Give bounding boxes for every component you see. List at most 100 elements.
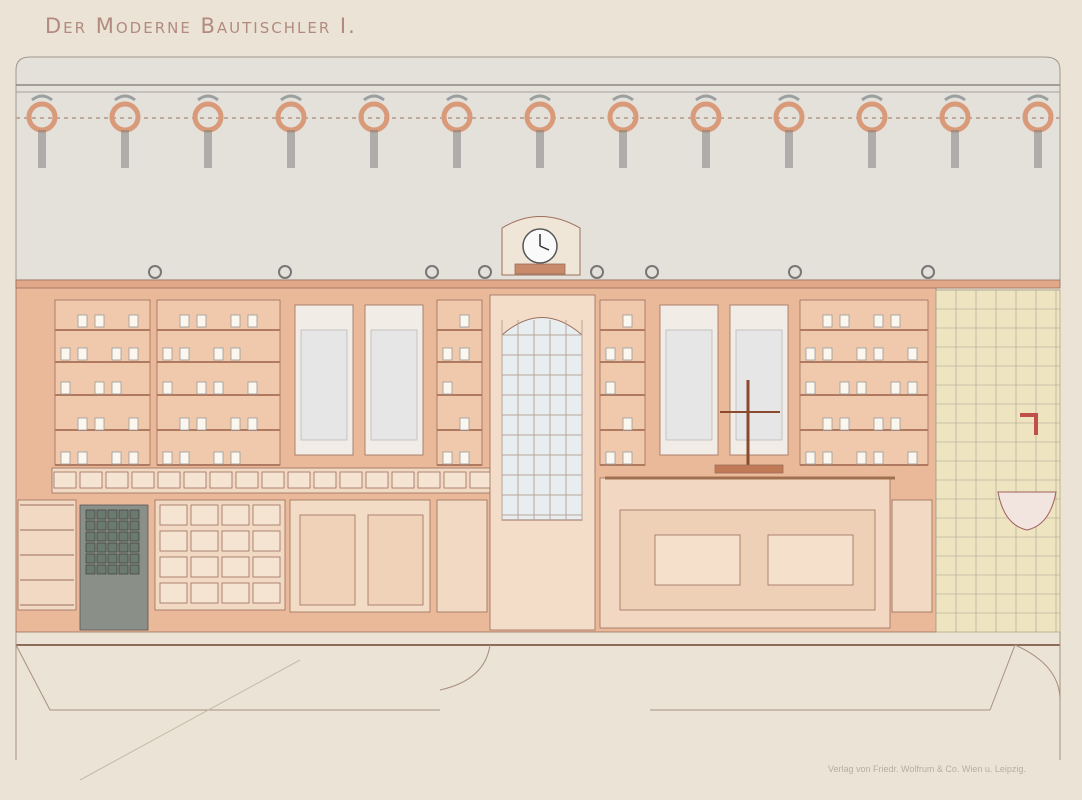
apothecary-jar xyxy=(196,314,207,328)
grille-cell xyxy=(129,542,140,553)
small-drawer xyxy=(221,504,250,526)
ribbon-bow xyxy=(944,94,966,102)
small-drawer xyxy=(252,582,281,604)
grille-cell xyxy=(118,520,129,531)
apothecary-jar xyxy=(605,451,616,465)
hanging-ring xyxy=(148,265,162,279)
apothecary-jar xyxy=(247,381,258,395)
grille-cell xyxy=(129,520,140,531)
apothecary-jar xyxy=(459,417,470,431)
hanging-ring xyxy=(590,265,604,279)
hanging-ring xyxy=(645,265,659,279)
grille-cell xyxy=(96,553,107,564)
publisher-imprint: Verlag von Friedr. Wolfrum & Co. Wien u.… xyxy=(828,764,1026,774)
apothecary-jar xyxy=(111,381,122,395)
apothecary-jar xyxy=(111,451,122,465)
apothecary-jar xyxy=(162,451,173,465)
apothecary-jar xyxy=(111,347,122,361)
wreath-ornament-icon xyxy=(690,101,722,133)
small-drawer xyxy=(190,504,219,526)
door-swing-arc xyxy=(439,644,491,691)
clock-hand xyxy=(539,245,550,251)
apothecary-jar xyxy=(179,451,190,465)
cabinet-cornice xyxy=(15,279,1061,289)
apothecary-jar xyxy=(459,314,470,328)
wreath-ornament-icon xyxy=(441,101,473,133)
apothecary-jar xyxy=(94,314,105,328)
glass-pane xyxy=(735,329,783,441)
small-drawer xyxy=(252,556,281,578)
grille-cell xyxy=(96,542,107,553)
grille-cell xyxy=(118,542,129,553)
grille-cell xyxy=(129,531,140,542)
ribbon-bow xyxy=(446,94,468,102)
apothecary-jar xyxy=(873,314,884,328)
ribbon-bow xyxy=(529,94,551,102)
small-drawer xyxy=(221,582,250,604)
apothecary-jar xyxy=(907,381,918,395)
counter-panel xyxy=(767,534,854,586)
apothecary-jar xyxy=(213,347,224,361)
cupboard-door xyxy=(367,514,424,606)
grille-cell xyxy=(96,509,107,520)
apothecary-jar xyxy=(873,417,884,431)
floor-plan-diagonal xyxy=(79,659,301,781)
grille-cell xyxy=(96,531,107,542)
apothecary-jar xyxy=(128,347,139,361)
apothecary-jar xyxy=(196,417,207,431)
floor-plan-line xyxy=(989,644,1016,711)
drawer xyxy=(339,471,363,489)
apothecary-jar xyxy=(77,451,88,465)
apothecary-jar xyxy=(605,381,616,395)
grille-cell xyxy=(118,553,129,564)
apothecary-jar xyxy=(839,417,850,431)
drawer xyxy=(443,471,467,489)
apothecary-jar xyxy=(179,417,190,431)
ribbon-bow xyxy=(612,94,634,102)
apothecary-jar xyxy=(822,347,833,361)
side-drawers xyxy=(891,499,933,613)
wreath-ornament-icon xyxy=(856,101,888,133)
wreath-ornament-icon xyxy=(607,101,639,133)
apothecary-jar xyxy=(247,314,258,328)
ribbon-bow xyxy=(861,94,883,102)
scale-base xyxy=(714,464,784,474)
drawer xyxy=(313,471,337,489)
apothecary-jar xyxy=(60,381,71,395)
ribbon-bow xyxy=(280,94,302,102)
grille-cell xyxy=(118,531,129,542)
drawer xyxy=(131,471,155,489)
small-drawer xyxy=(221,530,250,552)
wreath-ornament-icon xyxy=(109,101,141,133)
grille-cell xyxy=(129,564,140,575)
grille-cell xyxy=(107,520,118,531)
apothecary-jar xyxy=(839,314,850,328)
apothecary-jar xyxy=(890,417,901,431)
apothecary-jar xyxy=(442,451,453,465)
apothecary-jar xyxy=(822,417,833,431)
plate-title: Der Moderne Bautischler I. xyxy=(45,14,357,38)
ribbon-bow xyxy=(31,94,53,102)
apothecary-jar xyxy=(77,347,88,361)
apothecary-jar xyxy=(94,417,105,431)
ribbon-bow xyxy=(695,94,717,102)
apothecary-jar xyxy=(907,451,918,465)
wreath-ornament-icon xyxy=(524,101,556,133)
ribbon-bow xyxy=(1027,94,1049,102)
ribbon-bow xyxy=(363,94,385,102)
grille-cell xyxy=(85,520,96,531)
apothecary-jar xyxy=(77,314,88,328)
wreath-ornament-icon xyxy=(1022,101,1054,133)
grille-cell xyxy=(118,509,129,520)
apothecary-jar xyxy=(60,451,71,465)
apothecary-jar xyxy=(213,451,224,465)
apothecary-jar xyxy=(459,347,470,361)
small-drawer xyxy=(190,556,219,578)
drawer xyxy=(391,471,415,489)
apothecary-jar xyxy=(162,381,173,395)
grille-cell xyxy=(85,564,96,575)
apothecary-jar xyxy=(230,347,241,361)
hanging-ring xyxy=(921,265,935,279)
small-drawer xyxy=(159,582,188,604)
grille-cell xyxy=(107,509,118,520)
